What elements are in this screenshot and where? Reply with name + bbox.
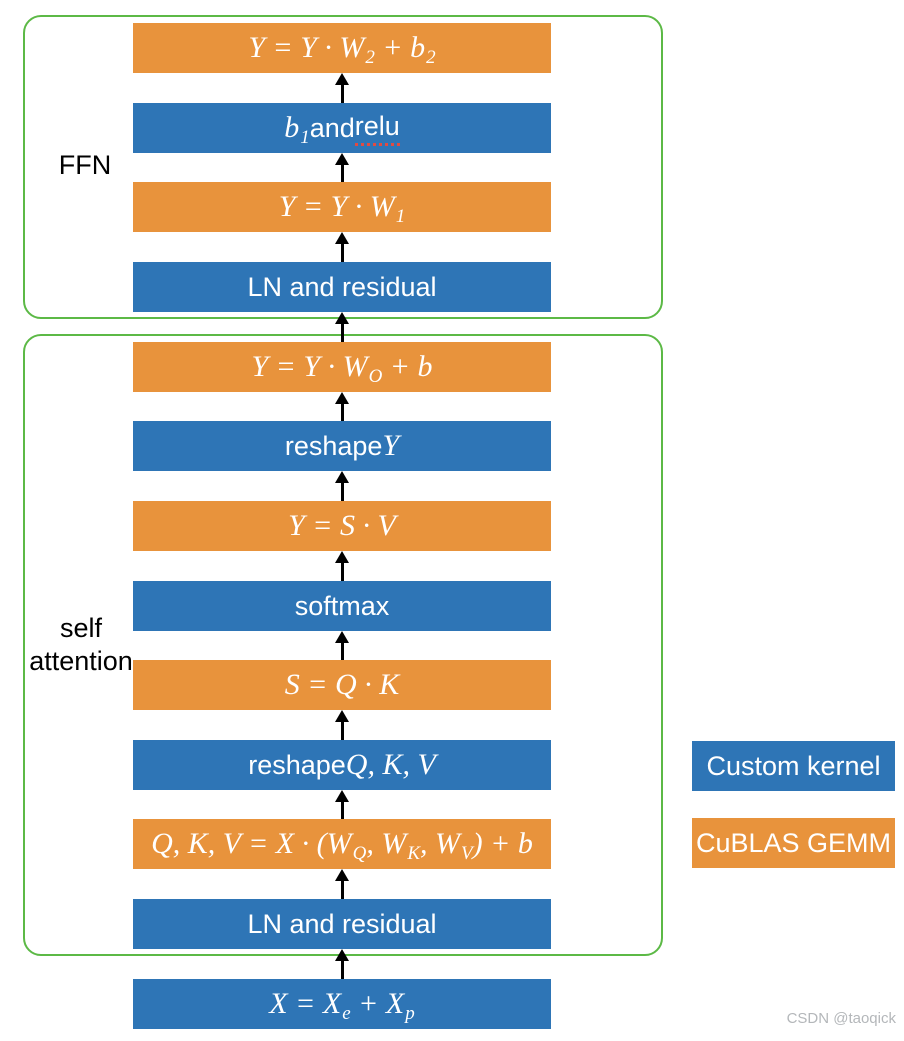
flow-arrow-up-icon	[334, 471, 350, 501]
flow-arrow-up-icon	[334, 869, 350, 899]
flow-arrow-up-icon	[334, 153, 350, 182]
box-gemm-output-proj: Y = Y · WO + b	[133, 342, 551, 392]
math-expression: Q, K, V = X · (WQ, WK, WV) + b	[151, 827, 533, 864]
box-gemm-ffn-w1: Y = Y · W1	[133, 182, 551, 232]
box-kernel-softmax: softmax	[133, 581, 551, 631]
flow-arrow-up-icon	[334, 949, 350, 979]
legend-item-cublas-gemm: CuBLAS GEMM	[692, 818, 895, 868]
math-expression: b1	[284, 111, 310, 148]
math-expression: Y = S · V	[288, 509, 396, 542]
math-expression: Y	[382, 429, 400, 462]
math-expression: Q, K, V	[345, 748, 436, 781]
legend-item-custom-kernel: Custom kernel	[692, 741, 895, 791]
spellcheck-underlined-text: relu	[354, 111, 400, 146]
box-gemm-ffn-w2: Y = Y · W2 + b2	[133, 23, 551, 73]
box-kernel-reshape-qkv: reshape Q, K, V	[133, 740, 551, 790]
box-kernel-ln-residual-ffn: LN and residual	[133, 262, 551, 312]
box-kernel-input-embedding: X = Xe + Xp	[133, 979, 551, 1029]
math-expression: X = Xe + Xp	[269, 987, 415, 1024]
group-self-attention-label: self attention	[29, 613, 133, 676]
box-gemm-qkv-proj: Q, K, V = X · (WQ, WK, WV) + b	[133, 819, 551, 869]
flow-arrow-up-icon	[334, 790, 350, 819]
legend: Custom kernel CuBLAS GEMM	[692, 741, 895, 868]
box-gemm-qk: S = Q · K	[133, 660, 551, 710]
flow-arrow-up-icon	[334, 232, 350, 262]
math-expression: Y = Y · W1	[278, 190, 406, 227]
math-expression: Y = Y · W2 + b2	[248, 31, 436, 68]
flow-arrow-up-icon	[334, 73, 350, 103]
flow-arrow-up-icon	[334, 631, 350, 660]
math-expression: Y = Y · WO + b	[251, 350, 433, 387]
watermark: CSDN @taoqick	[786, 1010, 896, 1027]
math-expression: S = Q · K	[284, 668, 400, 701]
flow-arrow-up-icon	[334, 392, 350, 421]
flow-arrow-up-icon	[334, 551, 350, 581]
box-gemm-sv: Y = S · V	[133, 501, 551, 551]
box-kernel-reshape-y: reshape Y	[133, 421, 551, 471]
flow-arrow-up-icon	[334, 312, 350, 342]
box-kernel-ln-residual-attn: LN and residual	[133, 899, 551, 949]
flow-arrow-up-icon	[334, 710, 350, 740]
group-ffn-label: FFN	[58, 150, 112, 180]
box-kernel-bias1-relu: b1 and relu	[133, 103, 551, 153]
